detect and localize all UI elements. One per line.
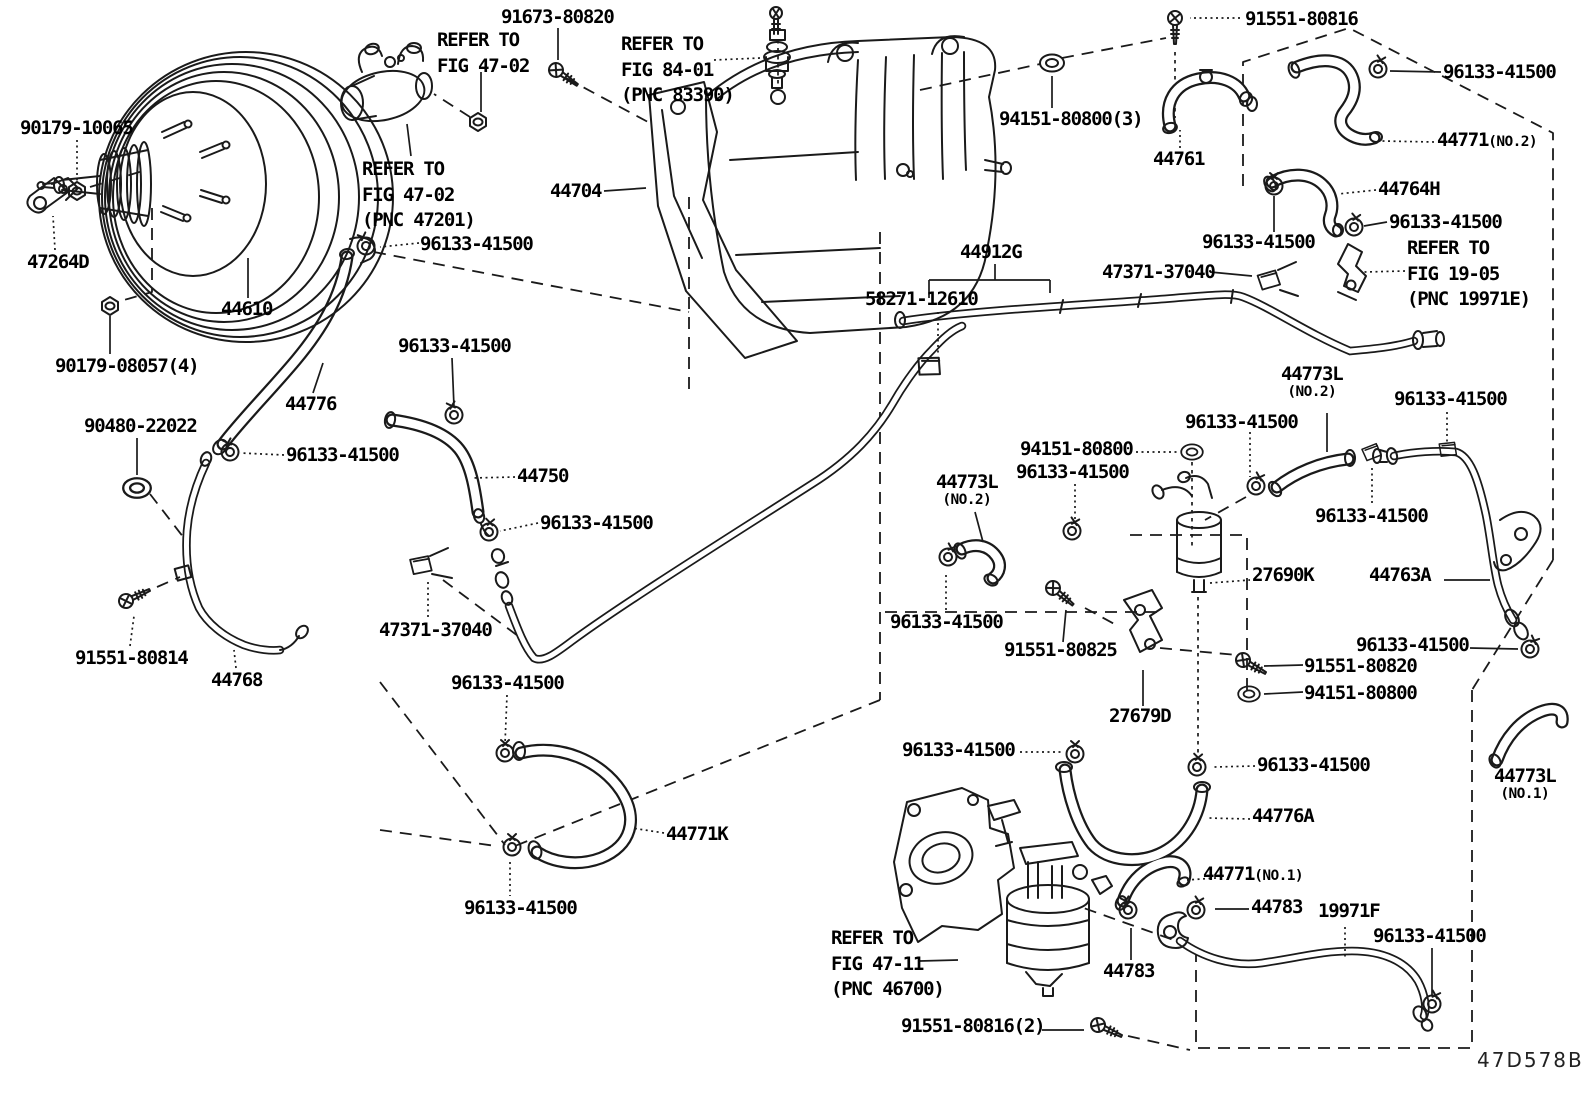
part-label: 96133-41500 xyxy=(1394,388,1508,410)
part-label: 91551-80814 xyxy=(75,647,189,669)
part-label: 44771K xyxy=(666,823,729,845)
part-label: 44773L(NO.2) xyxy=(936,471,999,508)
part-label: 44912G xyxy=(960,241,1023,263)
part-label: 96133-41500 xyxy=(1016,461,1130,483)
part-label: 96133-41500 xyxy=(890,611,1004,633)
construction-lines xyxy=(89,27,1554,1051)
part-label: 47371-37040 xyxy=(379,619,493,641)
part-label: 44773L(NO.2) xyxy=(1281,363,1344,400)
part-label: 27679D xyxy=(1109,705,1172,727)
part-label: 96133-41500 xyxy=(451,672,565,694)
part-label: 44768 xyxy=(211,669,263,691)
part-label: 44776A xyxy=(1252,805,1315,827)
part-label: 96133-41500 xyxy=(1185,411,1299,433)
part-label: 44761 xyxy=(1153,148,1205,170)
vacuum-pipes xyxy=(182,289,1518,1021)
part-label: 58271-12610 xyxy=(865,288,979,310)
part-label: 27690K xyxy=(1252,564,1315,586)
part-label: 96133-41500 xyxy=(420,233,534,255)
part-label: 44773L(NO.1) xyxy=(1494,765,1557,802)
part-label: 96133-41500 xyxy=(1356,634,1470,656)
part-label: 96133-41500 xyxy=(1373,925,1487,947)
part-label: 47264D xyxy=(27,251,90,273)
part-label: 96133-41500 xyxy=(1389,211,1503,233)
part-label: 96133-41500 xyxy=(1202,231,1316,253)
vacuum-hoses xyxy=(216,54,1569,908)
throttle-body-and-filter xyxy=(893,787,1113,997)
part-label: 90179-08057(4) xyxy=(55,355,200,377)
part-label: 96133-41500 xyxy=(1443,61,1557,83)
part-label: 96133-41500 xyxy=(398,335,512,357)
bracket-27679D xyxy=(1123,589,1163,653)
part-label: 94151-80800 xyxy=(1304,682,1418,704)
part-label: 90179-10065 xyxy=(20,117,134,139)
part-label: 44610 xyxy=(221,298,273,320)
part-label: 96133-41500 xyxy=(464,897,578,919)
part-label: 96133-41500 xyxy=(1257,754,1371,776)
part-label: 44783 xyxy=(1251,896,1303,918)
hardware xyxy=(68,10,1545,1044)
part-label: 91551-80816 xyxy=(1245,8,1359,30)
diagram-code: 47D578B xyxy=(1477,1048,1584,1072)
part-label: 44776 xyxy=(285,393,337,415)
vacuum-tank-44704 xyxy=(648,35,1012,359)
part-label: 44771(NO.1) xyxy=(1203,863,1304,885)
part-label: 96133-41500 xyxy=(902,739,1016,761)
part-label: 96133-41500 xyxy=(540,512,654,534)
part-label: 44771(NO.2) xyxy=(1437,129,1538,151)
vsv-filter-27690K xyxy=(1151,470,1222,593)
part-label: 91551-80820 xyxy=(1304,655,1418,677)
part-label: 44704 xyxy=(550,180,602,202)
part-label: 90480-22022 xyxy=(84,415,198,437)
part-label: 96133-41500 xyxy=(1315,505,1429,527)
leader-lines xyxy=(52,17,1519,1031)
part-label: 91551-80816(2) xyxy=(901,1015,1046,1037)
part-label: 94151-80800(3) xyxy=(999,108,1144,130)
pressure-sensor-83390 xyxy=(763,6,791,89)
bracket-19971E xyxy=(1337,243,1367,301)
part-label: 19971F xyxy=(1318,900,1381,922)
part-label: 44750 xyxy=(517,465,569,487)
check-valve-47201 xyxy=(340,42,433,123)
brake-booster xyxy=(36,51,394,343)
part-label: 44783 xyxy=(1103,960,1155,982)
pipe-fittings xyxy=(173,61,1542,1032)
part-label: 44763A xyxy=(1369,564,1432,586)
part-label: 94151-80800 xyxy=(1020,438,1134,460)
clevis-47264D xyxy=(26,177,79,214)
part-label: 47371-37040 xyxy=(1102,261,1216,283)
part-label: 44764H xyxy=(1378,178,1441,200)
part-label: 96133-41500 xyxy=(286,444,400,466)
part-label: 91673-80820 xyxy=(501,6,615,28)
part-label: 91551-80825 xyxy=(1004,639,1118,661)
